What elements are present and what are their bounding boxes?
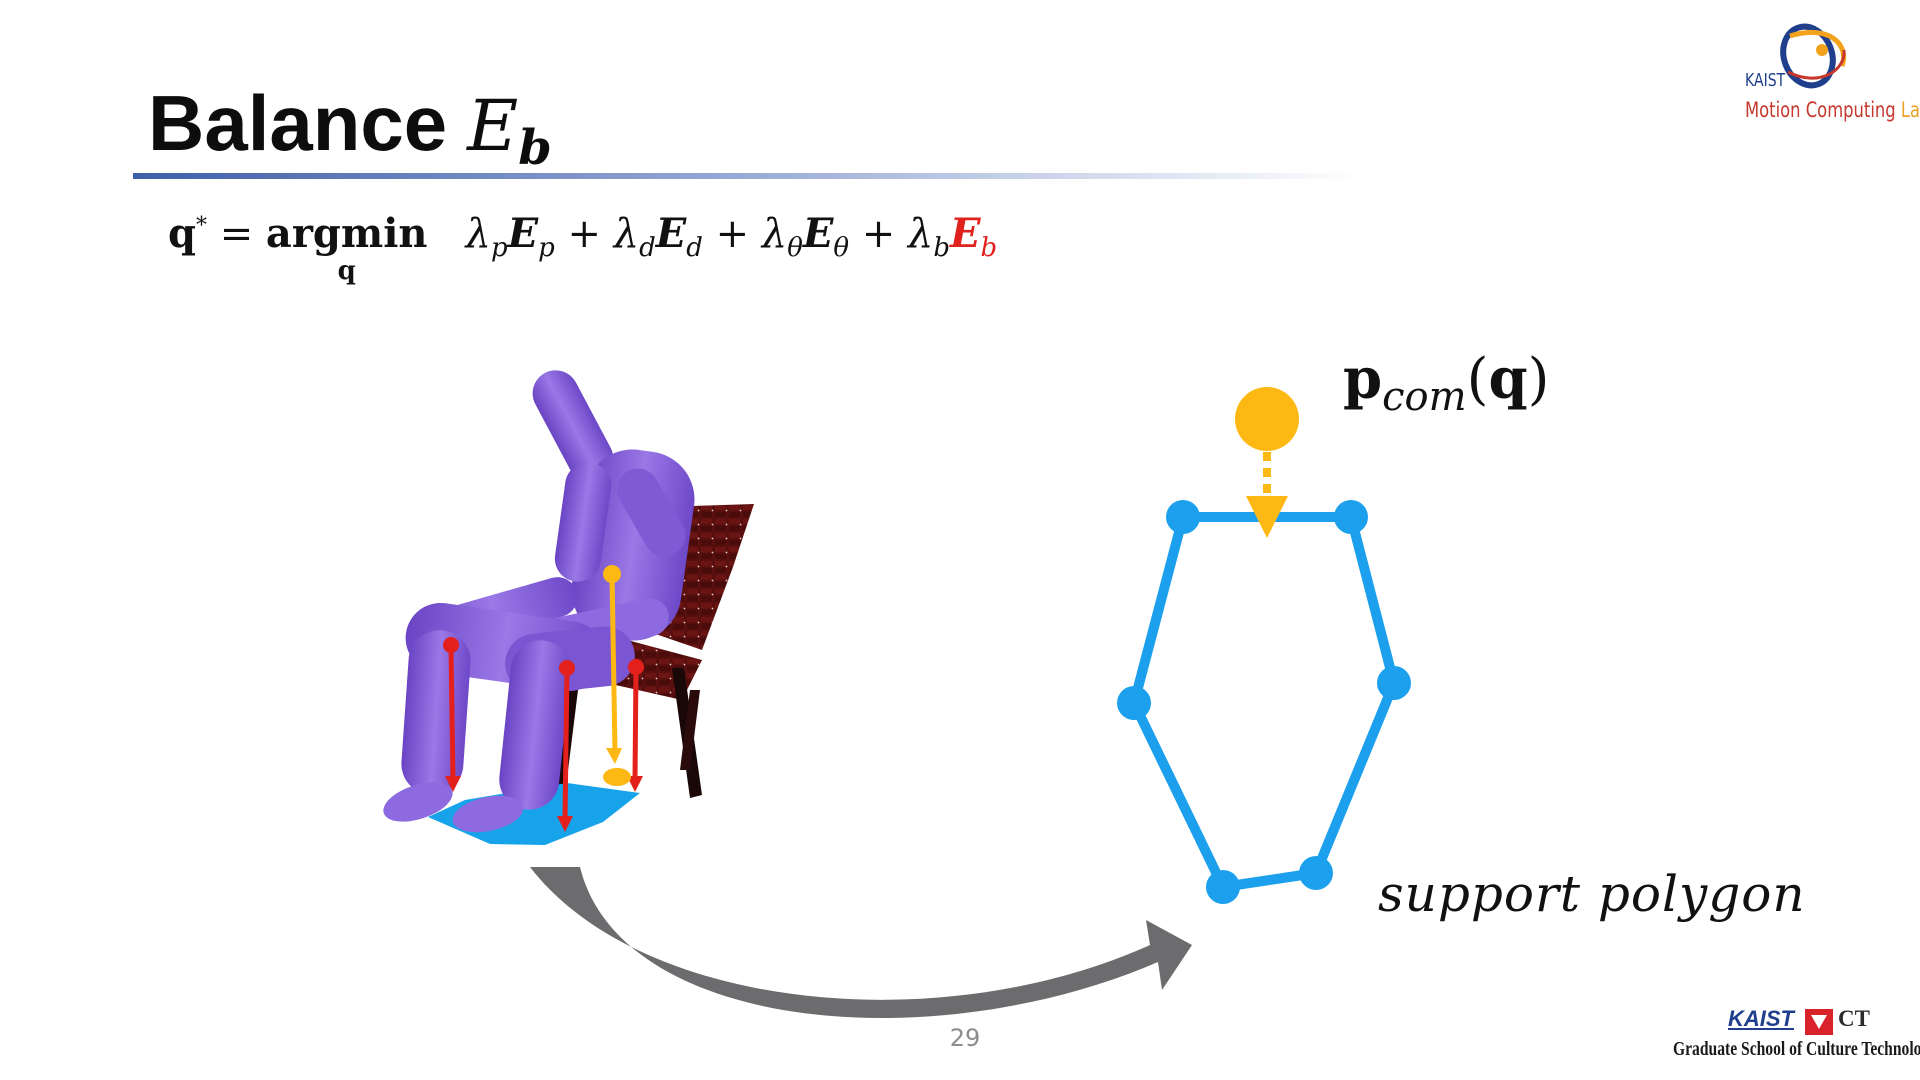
com-projection-small xyxy=(603,565,631,786)
footer-kaist-text: KAIST xyxy=(1728,1006,1794,1031)
polygon-vertex xyxy=(1299,856,1333,890)
support-polygon-outline xyxy=(1129,512,1399,892)
support-polygon-label: support polygon xyxy=(1378,865,1806,923)
com-projection-arrowhead xyxy=(1246,496,1288,538)
formula-term-b: λbEb xyxy=(908,210,998,263)
polygon-vertex xyxy=(1206,870,1240,904)
title-underline xyxy=(133,173,1363,179)
seated-figure-illustration xyxy=(383,370,695,833)
polygon-vertex xyxy=(1117,686,1151,720)
formula-term-theta: λθEθ xyxy=(761,210,850,263)
ct-logo-graphic xyxy=(1805,1009,1833,1035)
title-math: Eb xyxy=(467,85,552,176)
title-text: Balance xyxy=(148,79,448,167)
red-arrow-3 xyxy=(627,659,644,792)
formula-equals: = xyxy=(219,211,254,257)
formula-term-d: λdEd xyxy=(613,210,703,263)
red-arrow-2 xyxy=(557,660,575,832)
contact-force-arrows xyxy=(443,637,644,832)
footer-school-text: Graduate School of Culture Technology xyxy=(1673,1038,1920,1060)
polygon-vertex xyxy=(1334,500,1368,534)
polygon-vertex xyxy=(1377,666,1411,700)
polygon-vertex xyxy=(1166,500,1200,534)
lab-logo-name-text: Motion Computing Lab xyxy=(1745,98,1920,122)
formula-term-p: λpEp xyxy=(465,210,555,263)
red-arrow-1 xyxy=(443,637,461,792)
motion-computing-lab-logo xyxy=(1780,23,1847,89)
formula-argmin-var: q xyxy=(337,256,356,286)
center-of-mass-point xyxy=(1235,387,1299,451)
formula-lhs: q xyxy=(168,210,196,257)
com-label: pcom(q) xyxy=(1343,346,1550,421)
footer-ct-text: CT xyxy=(1838,1006,1870,1031)
support-polygon-diagram xyxy=(1117,387,1411,904)
curved-arrow xyxy=(530,867,1192,1018)
lab-logo-kaist-text: KAIST xyxy=(1745,70,1786,91)
page-number: 29 xyxy=(949,1024,981,1052)
formula-lhs-star: * xyxy=(195,213,207,239)
